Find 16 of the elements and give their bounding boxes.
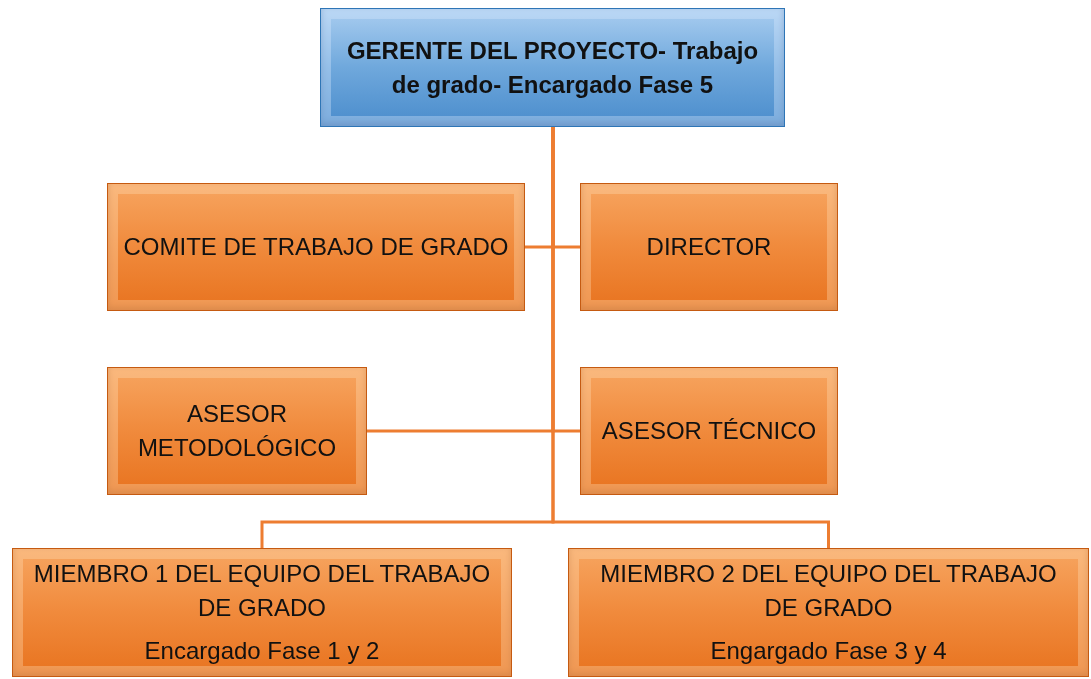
role-title: ASESOR METODOLÓGICO <box>136 399 338 463</box>
role-note: Engargado Fase 3 y 4 <box>710 636 947 667</box>
role-title: MIEMBRO 1 DEL EQUIPO DEL TRABAJO DE GRADO <box>32 559 492 623</box>
role-box <box>580 367 838 495</box>
role-title: GERENTE DEL PROYECTO- Trabajo de grado- Encargado Fase 5 <box>345 35 760 100</box>
role-box <box>107 183 525 311</box>
role-box <box>580 183 838 311</box>
role-title: COMITE DE TRABAJO DE GRADO <box>123 232 509 263</box>
role-note: Encargado Fase 1 y 2 <box>144 636 380 667</box>
role-box <box>107 367 367 495</box>
manager-box <box>320 8 785 127</box>
role-title: DIRECTOR <box>646 232 772 263</box>
role-title: MIEMBRO 2 DEL EQUIPO DEL TRABAJO DE GRADO <box>599 559 1058 623</box>
role-box <box>568 548 1089 677</box>
role-box <box>12 548 512 677</box>
role-title: ASESOR TÉCNICO <box>601 416 817 447</box>
